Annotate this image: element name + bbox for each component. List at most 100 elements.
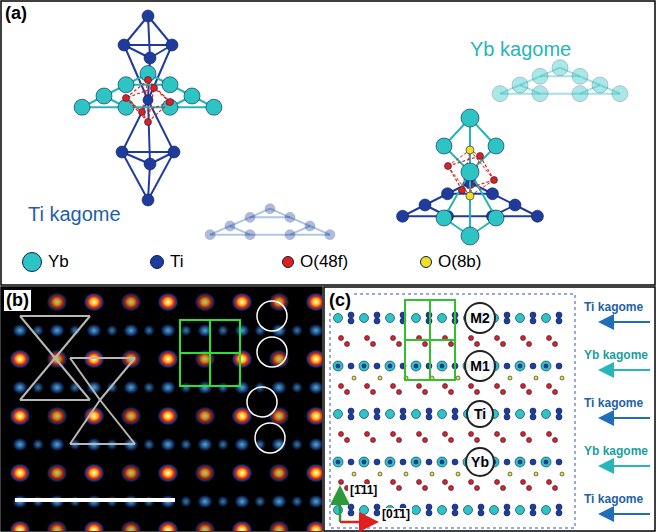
- atom: [426, 459, 432, 465]
- atom: [475, 438, 480, 443]
- marker-circle: [257, 301, 287, 331]
- label: Ti kagome: [584, 397, 643, 411]
- atom: [438, 506, 447, 515]
- atom: [143, 95, 153, 105]
- atom: [527, 486, 532, 491]
- bond: [122, 152, 148, 200]
- atom: [385, 361, 395, 371]
- atom: [530, 318, 536, 324]
- atom-column: [157, 520, 179, 531]
- atom: [512, 77, 528, 93]
- atom-column: [180, 439, 192, 451]
- atom: [437, 457, 447, 467]
- legend-entry: Ti: [150, 252, 184, 272]
- legend-entry: Yb: [22, 252, 69, 272]
- atom: [245, 212, 255, 222]
- atom: [419, 199, 431, 211]
- atom: [530, 312, 536, 318]
- atom: [400, 459, 406, 465]
- atom: [437, 361, 447, 371]
- atom: [518, 460, 522, 464]
- atom: [452, 510, 458, 516]
- atom: [456, 376, 460, 380]
- atom: [352, 376, 356, 380]
- bond: [469, 172, 471, 236]
- atom: [466, 146, 474, 154]
- atom: [518, 364, 522, 368]
- atom: [516, 506, 525, 515]
- atom: [438, 410, 447, 419]
- bond: [470, 180, 494, 196]
- atom: [404, 472, 408, 476]
- site-label: Yb: [471, 454, 489, 470]
- atom: [391, 432, 396, 437]
- atom: [142, 10, 154, 22]
- bond: [148, 16, 150, 58]
- atom: [456, 472, 460, 476]
- atom: [556, 312, 562, 318]
- bond: [20, 358, 55, 400]
- atom: [572, 86, 588, 102]
- atom: [388, 364, 392, 368]
- bond: [462, 180, 494, 190]
- atom: [397, 486, 402, 491]
- legend-text: O(8b): [438, 252, 481, 272]
- atom: [417, 432, 422, 437]
- legend-swatch: [22, 252, 42, 272]
- atom: [362, 364, 366, 368]
- atom: [556, 318, 562, 324]
- atom-column: [231, 292, 253, 312]
- site-circle: M1: [464, 350, 496, 382]
- site-label: Ti: [474, 406, 486, 422]
- atom: [556, 414, 562, 420]
- atom: [440, 364, 444, 368]
- atom: [430, 472, 434, 476]
- atom: [371, 390, 376, 395]
- site-circle: M2: [464, 302, 496, 334]
- atom: [438, 314, 447, 323]
- atom: [423, 486, 428, 491]
- atom: [400, 408, 406, 414]
- atom: [184, 88, 200, 104]
- site-label: M1: [470, 358, 489, 374]
- atom: [504, 312, 510, 318]
- label: (b): [4, 290, 31, 311]
- atom: [118, 39, 130, 51]
- atom: [305, 221, 315, 231]
- atom: [123, 95, 130, 102]
- atom: [495, 432, 500, 437]
- atom: [490, 506, 499, 515]
- layer-arrow: [602, 513, 650, 515]
- atom: [374, 459, 380, 465]
- atom: [371, 342, 376, 347]
- atom: [501, 438, 506, 443]
- atom: [560, 472, 564, 476]
- atom: [532, 68, 548, 84]
- atom: [385, 457, 395, 467]
- legend-text: Ti: [170, 252, 184, 272]
- atom-column: [143, 382, 155, 394]
- atom-column: [291, 496, 303, 508]
- atom-column: [160, 438, 176, 452]
- atom-column: [291, 439, 303, 451]
- atom-column: [231, 406, 253, 426]
- atom: [452, 414, 458, 420]
- atom: [339, 384, 344, 389]
- bond: [480, 156, 494, 180]
- atom-column: [86, 324, 102, 338]
- atom: [541, 457, 551, 467]
- atom-column: [9, 406, 31, 426]
- atom: [388, 460, 392, 464]
- atom: [334, 410, 343, 419]
- bond: [250, 234, 290, 236]
- atom: [374, 363, 380, 369]
- scale-bar: [15, 498, 175, 502]
- atom: [445, 163, 452, 170]
- atom: [412, 314, 421, 323]
- atom: [423, 342, 428, 347]
- atom: [487, 188, 499, 200]
- atom: [348, 510, 354, 516]
- atom-column: [12, 438, 28, 452]
- atom: [359, 361, 369, 371]
- atom: [391, 384, 396, 389]
